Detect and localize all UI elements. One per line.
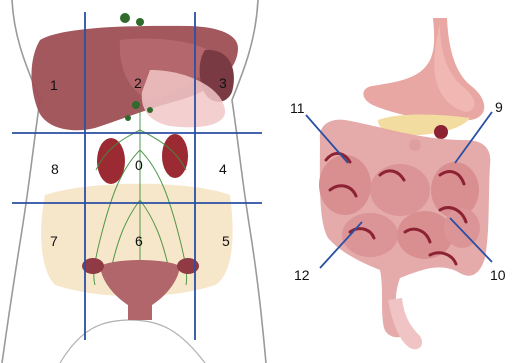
callout-label-11: 11: [290, 100, 305, 116]
node-upper: [434, 125, 448, 139]
callout-label-9: 9: [495, 99, 503, 115]
callout-label-12: 12: [294, 267, 310, 283]
region-label-4: 4: [219, 161, 227, 177]
kidney-right: [162, 134, 188, 178]
digestive-panel: 11 9 12 10: [290, 18, 506, 349]
abdomen-panel: 1 2 3 8 0 4 7 6 5: [2, 0, 266, 363]
region-label-7: 7: [50, 233, 58, 249]
legs-outline: [60, 320, 205, 363]
region-label-0: 0: [135, 157, 143, 173]
region-label-1: 1: [50, 77, 58, 93]
region-label-5: 5: [222, 233, 230, 249]
region-label-2: 2: [134, 75, 142, 91]
callout-label-10: 10: [490, 267, 506, 283]
region-label-8: 8: [51, 161, 59, 177]
region-label-3: 3: [219, 75, 227, 91]
uterus-shape: [100, 260, 180, 320]
region-label-6: 6: [135, 233, 143, 249]
